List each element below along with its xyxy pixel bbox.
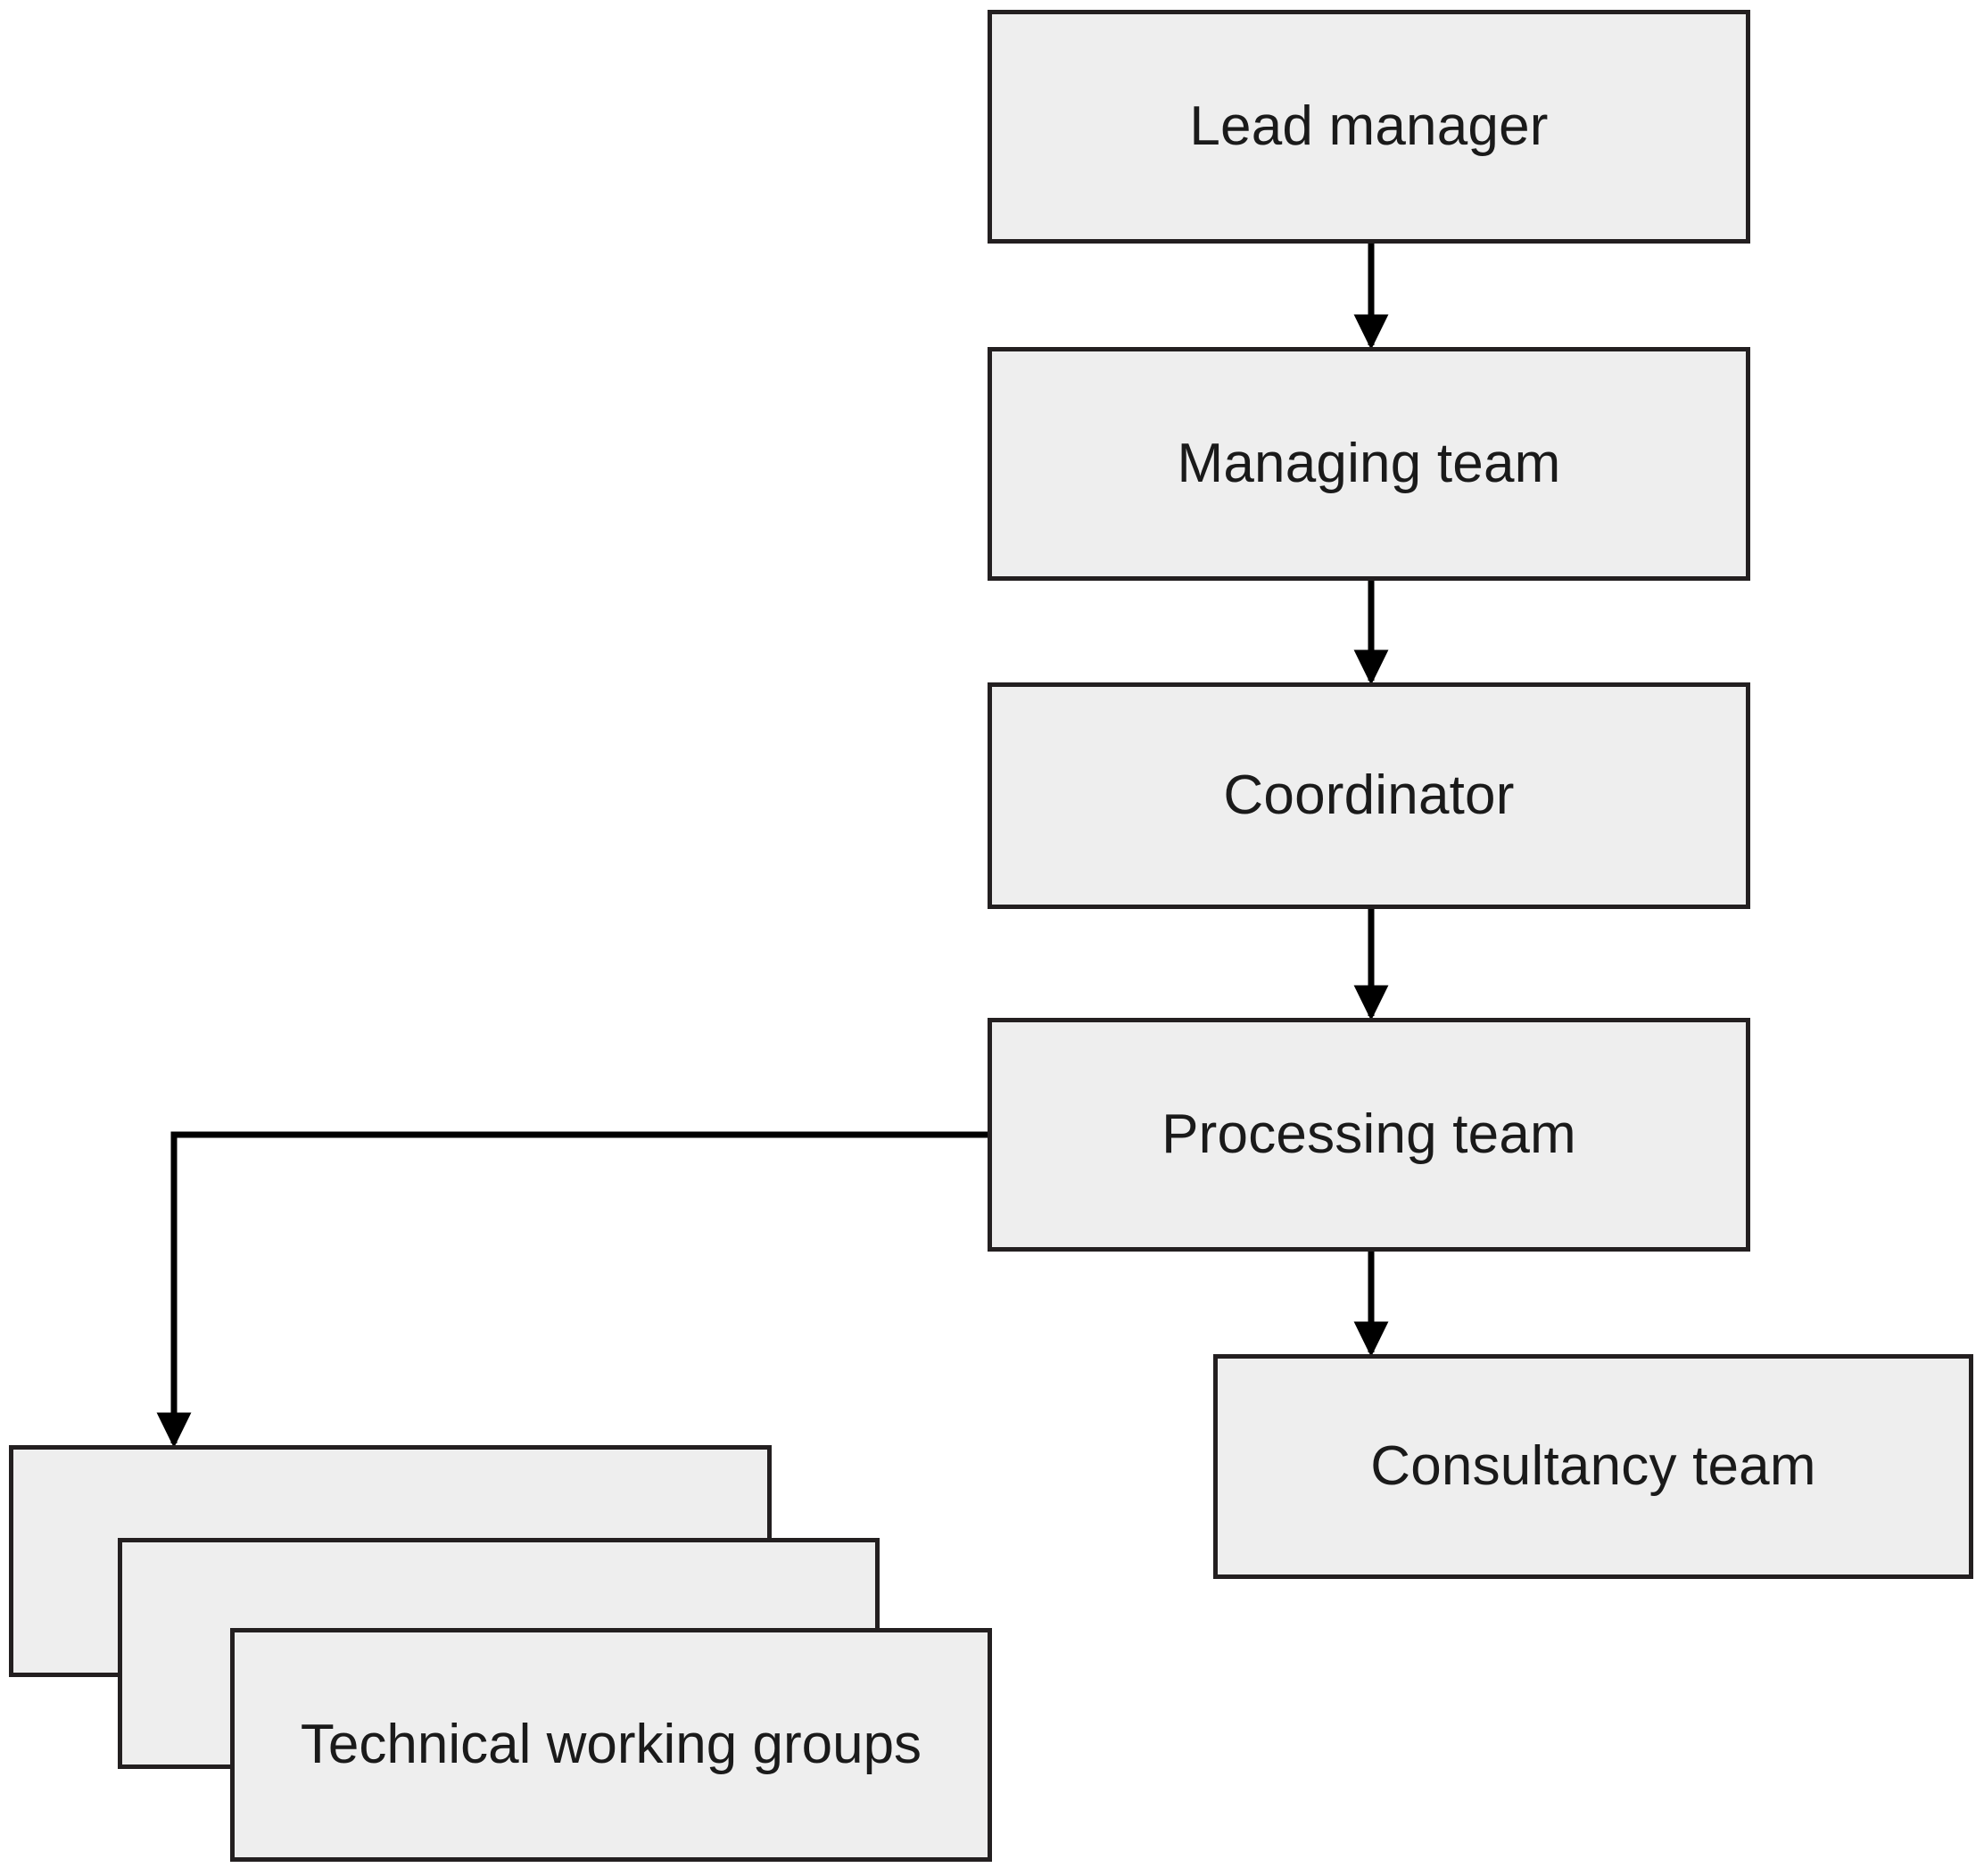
node-consultancy-team-label: Consultancy team bbox=[1370, 1434, 1816, 1497]
node-managing-team[interactable]: Managing team bbox=[988, 347, 1750, 581]
connector-processing-to-working-groups bbox=[156, 1131, 988, 1449]
node-lead-manager[interactable]: Lead manager bbox=[988, 10, 1750, 244]
node-coordinator[interactable]: Coordinator bbox=[988, 682, 1750, 909]
node-lead-manager-label: Lead manager bbox=[1189, 95, 1549, 157]
node-processing-team[interactable]: Processing team bbox=[988, 1018, 1750, 1252]
node-managing-team-label: Managing team bbox=[1177, 432, 1561, 494]
node-processing-team-label: Processing team bbox=[1161, 1103, 1576, 1165]
technical-working-groups-label: Technical working groups bbox=[300, 1713, 922, 1775]
technical-working-groups-card-front[interactable]: Technical working groups bbox=[230, 1628, 992, 1862]
node-consultancy-team[interactable]: Consultancy team bbox=[1213, 1354, 1973, 1579]
node-coordinator-label: Coordinator bbox=[1223, 764, 1515, 826]
